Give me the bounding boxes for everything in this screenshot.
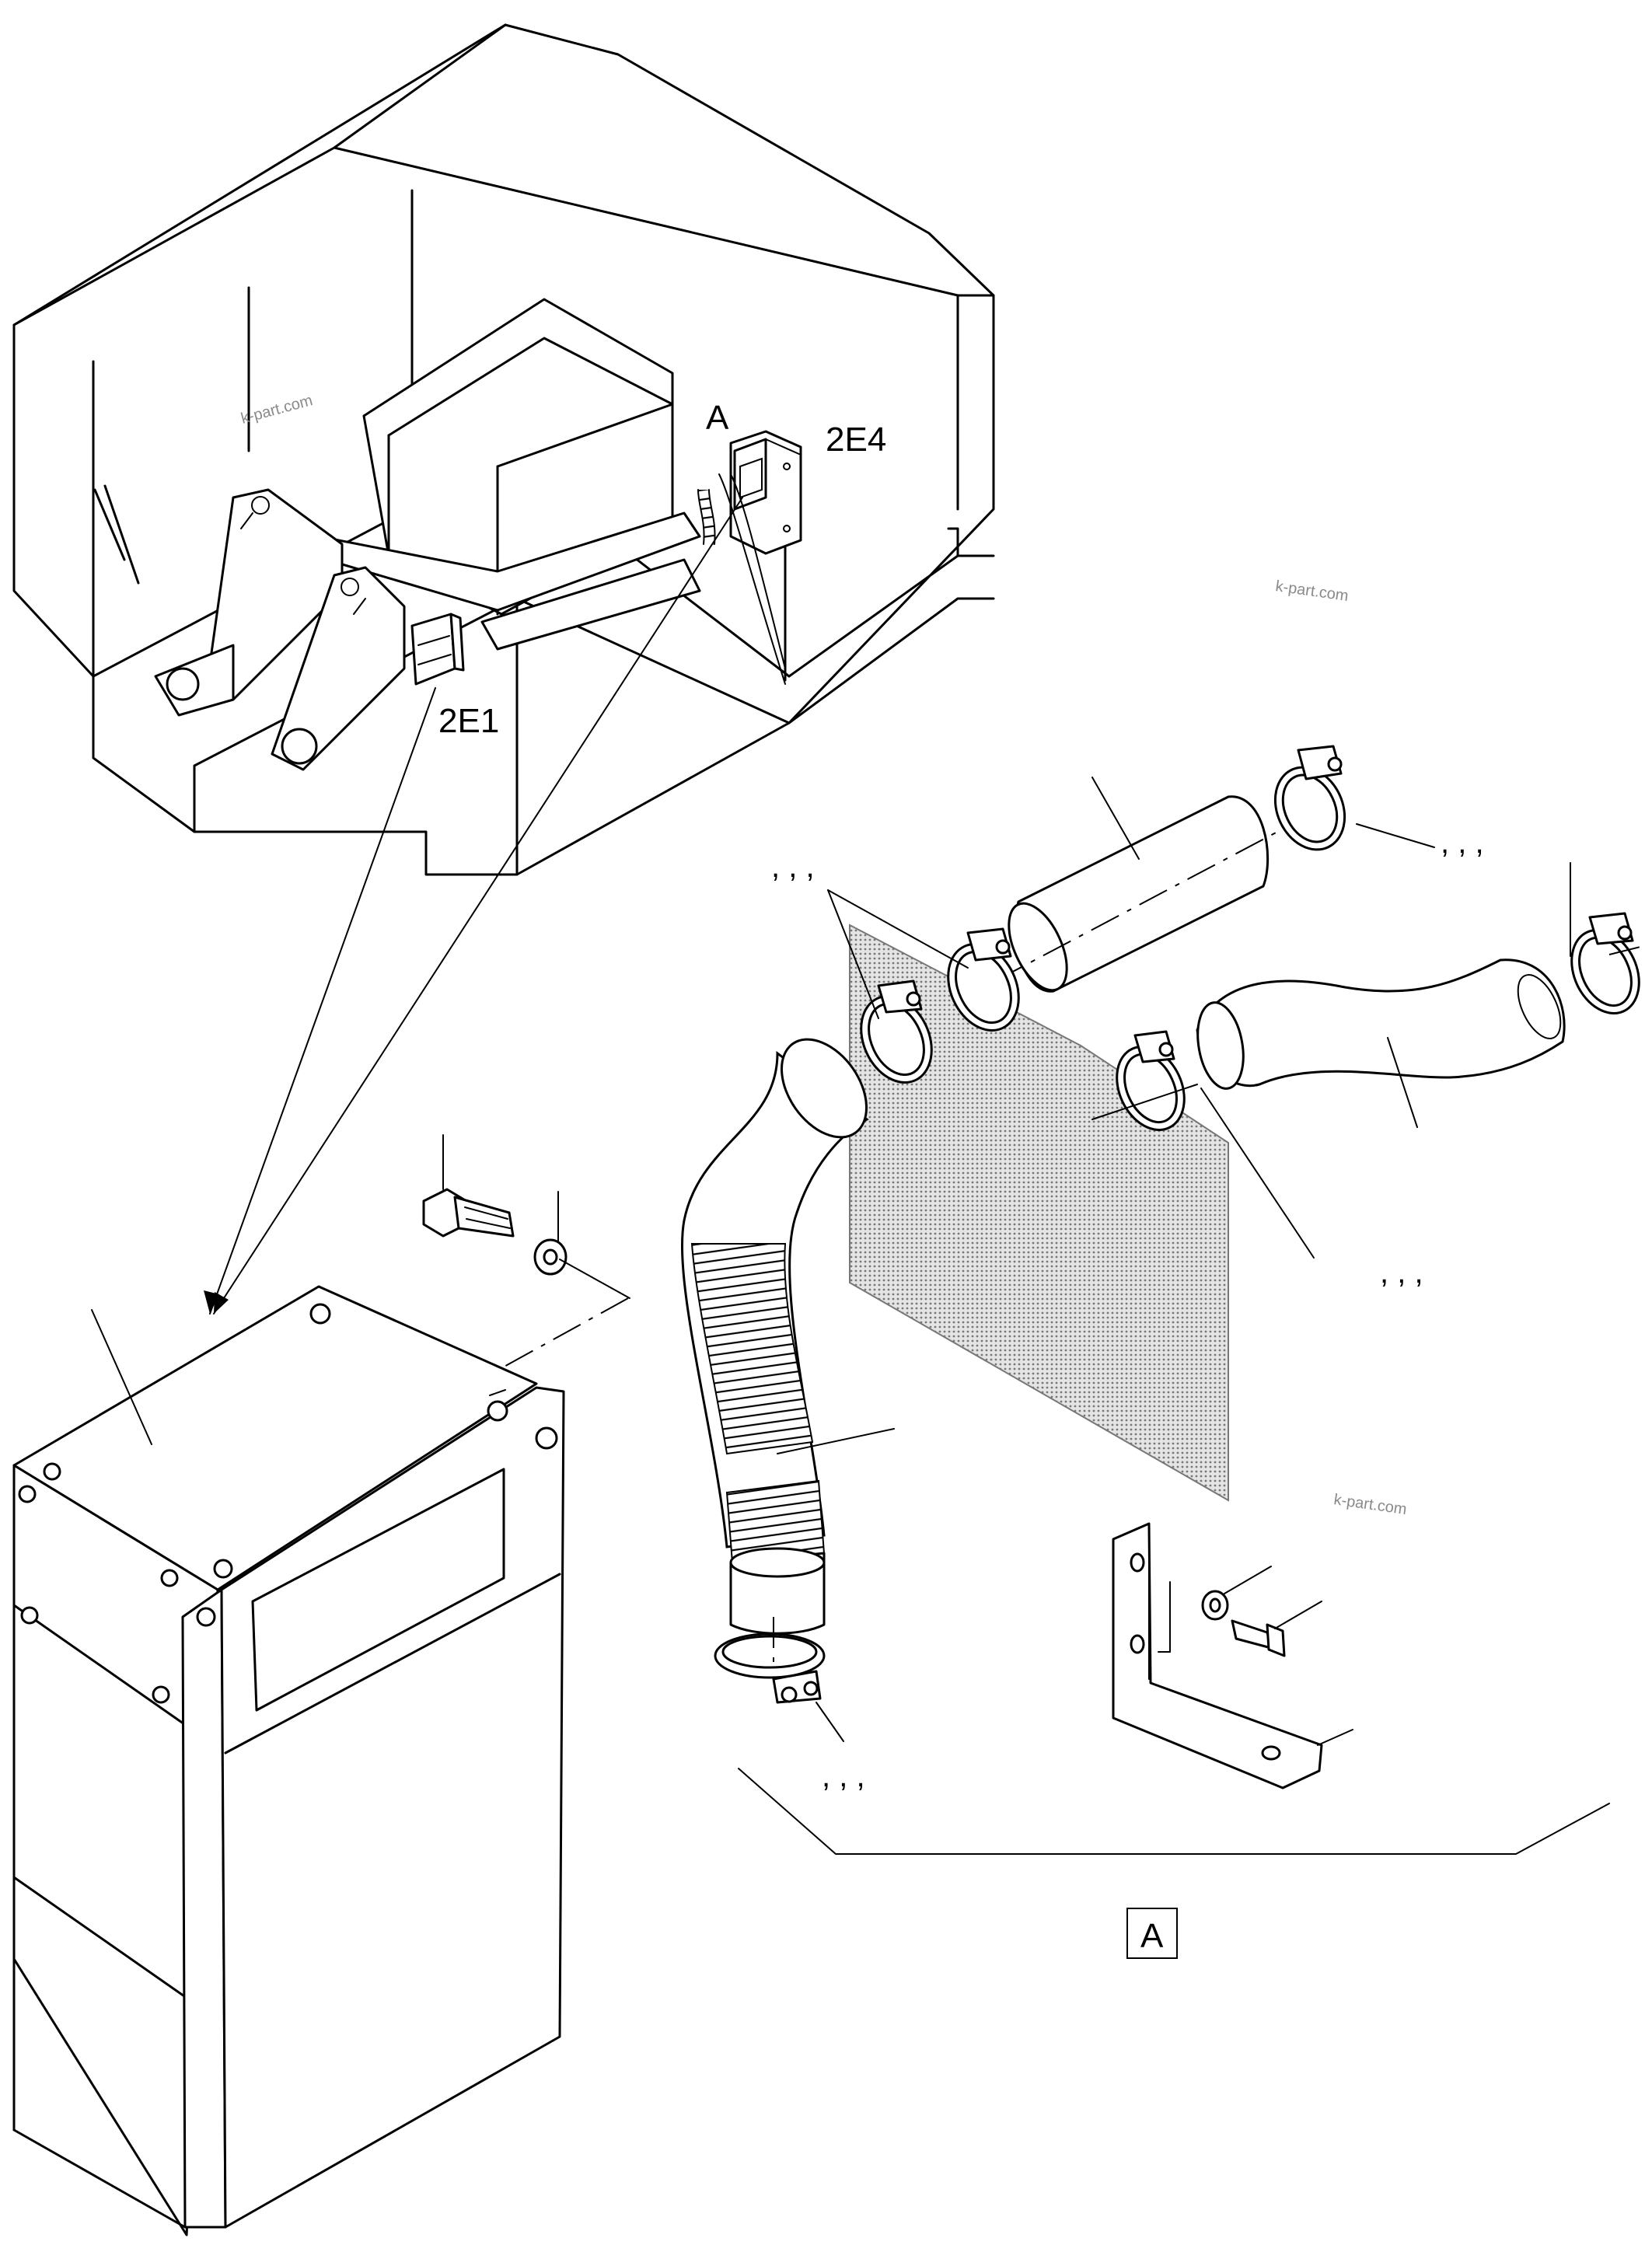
- component-2e1: [410, 613, 465, 686]
- leader-arrows: [204, 497, 743, 1315]
- detail-a-box: [1126, 1908, 1178, 1959]
- detail-a-boundary: [738, 1768, 1610, 1855]
- curved-hose: [1196, 958, 1566, 1128]
- detail-a-marker: A: [706, 399, 729, 437]
- callout-clamps-left: , , ,: [771, 850, 815, 884]
- callout-bottom-clamp: , , ,: [822, 1759, 865, 1793]
- part-label-2e1: 2E1: [438, 702, 499, 740]
- watermark-1: k-part.com: [239, 392, 315, 428]
- callout-screen: , , ,: [1380, 1255, 1423, 1290]
- callout-clamps-right: , , ,: [1441, 826, 1484, 860]
- bracket: [1112, 1522, 1353, 1789]
- watermark-2: k-part.com: [1274, 578, 1350, 605]
- bolt-and-washer: [422, 1134, 630, 1369]
- part-label-2e4: 2E4: [826, 421, 886, 459]
- component-2e4: [697, 430, 802, 685]
- enclosure: [12, 1285, 565, 2236]
- watermark-3: k-part.com: [1332, 1491, 1408, 1518]
- hose-clamps: [714, 745, 1647, 1742]
- corrugated-hose: [681, 1038, 895, 1664]
- detail-a-box-label: A: [1140, 1917, 1164, 1955]
- machine-frame: [12, 23, 995, 876]
- straight-hose: [994, 777, 1322, 993]
- mesh-screen: [849, 924, 1229, 1502]
